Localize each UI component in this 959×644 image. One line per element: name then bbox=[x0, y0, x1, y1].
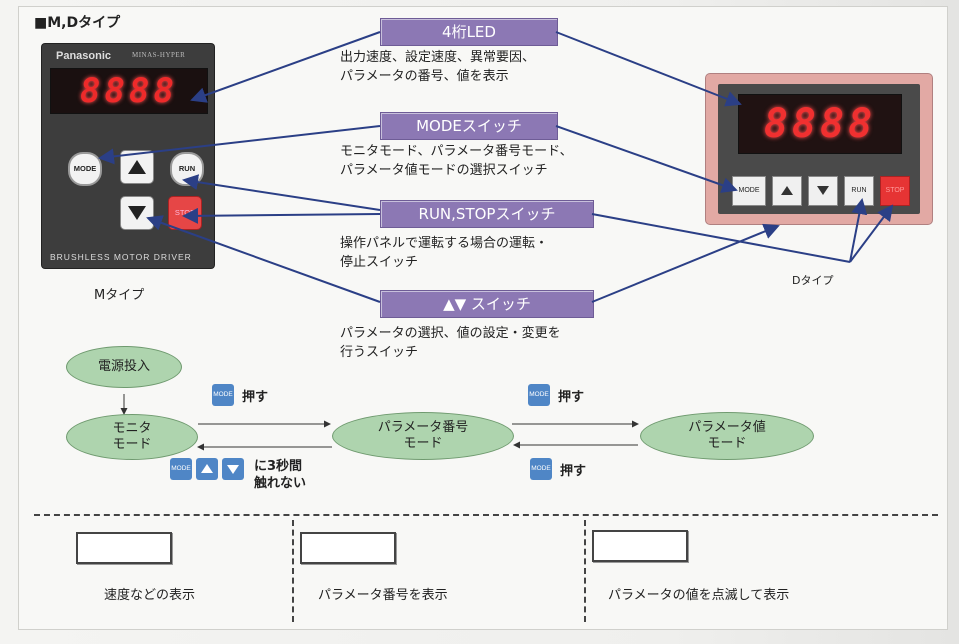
param-value-mode-node: パラメータ値 モード bbox=[640, 412, 814, 460]
mode-chip-icon: MODE bbox=[530, 458, 552, 480]
param-number-display-label: パラメータ番号を表示 bbox=[318, 588, 448, 603]
updown-callout-label: ▲▼ スイッチ bbox=[380, 290, 594, 318]
run-arrow-m bbox=[182, 174, 381, 211]
m-device-caption: BRUSHLESS MOTOR DRIVER bbox=[50, 252, 192, 262]
desc-line: 触れない bbox=[254, 476, 307, 491]
speed-display-box bbox=[76, 532, 172, 564]
monitor-mode-node: モニタ モード bbox=[66, 414, 198, 460]
down-arrow-icon bbox=[227, 465, 239, 474]
runstop-callout-desc: 操作パネルで運転する場合の運転・ 停止スイッチ bbox=[340, 234, 548, 272]
section-title: ■M,Dタイプ bbox=[34, 15, 121, 31]
up-chip-icon bbox=[196, 458, 218, 480]
desc-line: パラメータ値モードの選択スイッチ bbox=[340, 163, 548, 178]
node-label: パラメータ番号 bbox=[377, 420, 469, 435]
stop-arrow-d bbox=[849, 204, 894, 263]
desc-line: パラメータの選択、値の設定・変更を bbox=[340, 326, 561, 341]
down-arrow-m bbox=[146, 215, 381, 303]
mode-arrow-d bbox=[555, 125, 738, 193]
node-label: モニタ bbox=[112, 421, 152, 436]
desc-line: パラメータの番号、値を表示 bbox=[340, 69, 509, 84]
dashed-divider bbox=[34, 514, 938, 516]
node-label: モード bbox=[403, 436, 443, 451]
push-label: 押す bbox=[560, 464, 587, 479]
d-device-face: 8888 MODE RUN STOP bbox=[718, 84, 920, 214]
desc-line: 停止スイッチ bbox=[340, 255, 419, 270]
brand-logo: Panasonic bbox=[56, 50, 112, 62]
desc-line: 行うスイッチ bbox=[340, 345, 419, 360]
push-label: 押す bbox=[558, 390, 585, 405]
led-callout-label: 4桁LED bbox=[380, 18, 558, 46]
speed-display-label: 速度などの表示 bbox=[104, 588, 196, 603]
push-label: 押す bbox=[242, 390, 269, 405]
mode-chip-icon: MODE bbox=[170, 458, 192, 480]
power-on-node: 電源投入 bbox=[66, 346, 182, 388]
down-arrow-icon bbox=[128, 206, 146, 220]
node-label: モード bbox=[707, 436, 747, 451]
d-down-button[interactable] bbox=[808, 176, 838, 206]
down-chip-icon bbox=[222, 458, 244, 480]
led-arrow-m bbox=[190, 31, 381, 103]
updown-callout-desc: パラメータの選択、値の設定・変更を 行うスイッチ bbox=[340, 324, 561, 362]
m-mode-button[interactable]: MODE bbox=[68, 152, 102, 186]
dashed-separator bbox=[584, 520, 586, 622]
param-value-display-box bbox=[592, 530, 688, 562]
updown-arrow-d bbox=[591, 223, 780, 303]
led-arrow-d bbox=[555, 31, 742, 107]
mode-arrow-m bbox=[98, 125, 381, 165]
desc-line: 出力速度、設定速度、異常要因、 bbox=[340, 50, 536, 65]
up-arrow-icon bbox=[781, 186, 793, 195]
down-arrow-icon bbox=[817, 186, 829, 195]
stop-arrow-m bbox=[182, 207, 381, 224]
node-label: 電源投入 bbox=[97, 359, 150, 374]
no-touch-label: に3秒間 触れない bbox=[254, 458, 306, 492]
mode-chip-icon: MODE bbox=[528, 384, 550, 406]
m-type-label: Mタイプ bbox=[94, 288, 145, 303]
mode-callout-desc: モニタモード、パラメータ番号モード、 パラメータ値モードの選択スイッチ bbox=[340, 142, 573, 180]
led-callout-desc: 出力速度、設定速度、異常要因、 パラメータの番号、値を表示 bbox=[340, 48, 535, 86]
desc-line: に3秒間 bbox=[254, 459, 303, 474]
param-number-display-box bbox=[300, 532, 396, 564]
d-stop-button[interactable]: STOP bbox=[880, 176, 910, 206]
node-label: モード bbox=[112, 437, 152, 452]
dashed-separator bbox=[292, 520, 294, 622]
d-type-device: 8888 MODE RUN STOP bbox=[706, 74, 932, 224]
d-type-label: Dタイプ bbox=[792, 274, 834, 287]
param-value-display-label: パラメータの値を点滅して表示 bbox=[608, 588, 790, 603]
param-number-mode-node: パラメータ番号 モード bbox=[332, 412, 514, 460]
d-led-display: 8888 bbox=[738, 94, 902, 154]
mode-callout-label: MODEスイッチ bbox=[380, 112, 558, 140]
up-arrow-icon bbox=[201, 464, 213, 473]
d-up-button[interactable] bbox=[772, 176, 802, 206]
up-arrow-icon bbox=[128, 160, 146, 174]
mode-chip-icon: MODE bbox=[212, 384, 234, 406]
desc-line: モニタモード、パラメータ番号モード、 bbox=[340, 144, 573, 159]
brand-subtitle: MINAS-HYPER bbox=[132, 51, 186, 59]
runstop-callout-label: RUN,STOPスイッチ bbox=[380, 200, 594, 228]
desc-line: 操作パネルで運転する場合の運転・ bbox=[340, 236, 549, 251]
run-arrow-d bbox=[849, 198, 868, 263]
node-label: パラメータ値 bbox=[688, 420, 766, 435]
runstop-line-d bbox=[591, 213, 851, 263]
